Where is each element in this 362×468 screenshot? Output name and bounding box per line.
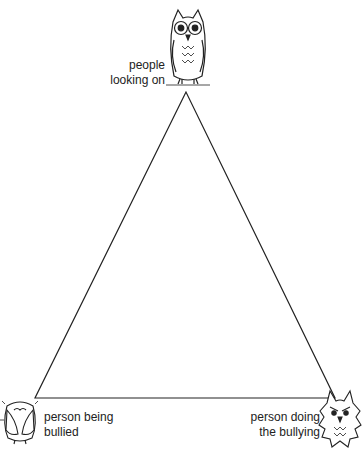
bullied-owl [0,401,38,444]
onlooker-owl [166,10,210,85]
bully-label: person doing the bullying [238,410,320,440]
bully-owl [319,391,361,447]
triangle-outline [35,92,335,398]
onlooker-label: people looking on [99,58,165,88]
bullied-label: person being bullied [44,410,126,440]
